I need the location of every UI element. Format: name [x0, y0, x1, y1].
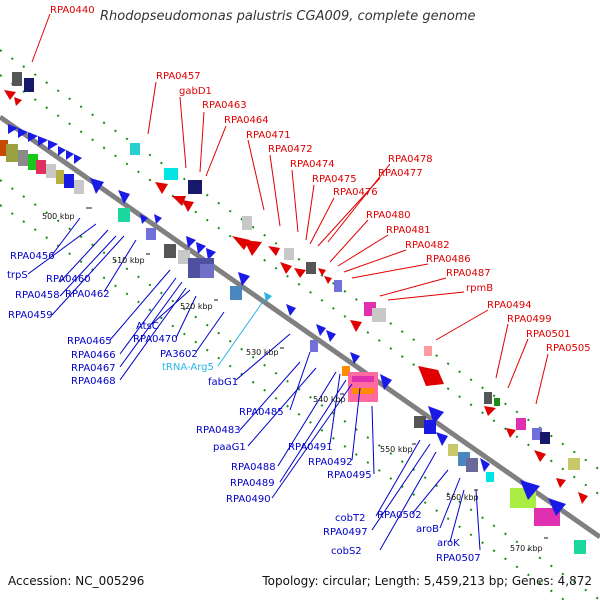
gene-label: RPA0458 — [15, 290, 60, 301]
gene-label: RPA0465 — [67, 336, 112, 347]
gene-label: RPA0480 — [366, 210, 411, 221]
gene-label: RPA0489 — [230, 478, 275, 489]
gene-label: RPA0487 — [446, 268, 491, 279]
gene-label: RPA0460 — [46, 274, 91, 285]
gene-label: paaG1 — [213, 442, 246, 453]
map-title: Rhodopseudomonas palustris CGA009, compl… — [100, 9, 476, 24]
leader-trna — [217, 299, 265, 367]
tick-label: 500 kbp — [42, 212, 75, 221]
gene-label: RPA0474 — [290, 159, 335, 170]
gene-label: RPA0470 — [133, 334, 178, 345]
tick-label: 520 kbp — [180, 302, 213, 311]
gene-label: cobT2 — [335, 513, 365, 524]
gene-label: tRNA-Arg5 — [162, 362, 214, 373]
gene-label: RPA0488 — [231, 462, 276, 473]
gene-label: RPA0472 — [268, 144, 313, 155]
tick-label: 530 kbp — [246, 348, 279, 357]
gene-label: RPA0497 — [323, 527, 368, 538]
gene-label: trpS — [7, 270, 28, 281]
gene-label: RPA0463 — [202, 100, 247, 111]
outer-track-dots — [0, 49, 600, 600]
genome-backbone — [0, 114, 600, 540]
gene-label: RPA0466 — [71, 350, 116, 361]
gene-label: RPA0491 — [288, 442, 333, 453]
gene-label: RPA0501 — [526, 329, 571, 340]
tick-label: 510 kbp — [112, 256, 145, 265]
gene-label: RPA0486 — [426, 254, 471, 265]
leaders-bottom — [27, 217, 481, 551]
gene-label: fabG1 — [208, 377, 238, 388]
gene-label: RPA0462 — [65, 289, 110, 300]
gene-label: RPA0475 — [312, 174, 357, 185]
gene-labels-top: RPA0440 RPA0457 gabD1 RPA0463 RPA0464 RP… — [50, 5, 591, 354]
gene-label: RPA0476 — [333, 187, 378, 198]
gene-label: RPA0467 — [71, 363, 116, 374]
scale-ticks — [86, 207, 548, 539]
gene-label: RPA0456 — [10, 251, 55, 262]
gene-label: RPA0459 — [8, 310, 53, 321]
gene-label: RPA0485 — [239, 407, 284, 418]
gene-label: RPA0481 — [386, 225, 431, 236]
gene-label: RPA0477 — [378, 168, 423, 179]
inner-arrow-run — [8, 124, 82, 164]
gene-label: AtsC — [136, 321, 159, 332]
gene-label: aroB — [416, 524, 439, 535]
gene-label: RPA0483 — [196, 425, 241, 436]
inner-features — [0, 140, 586, 554]
gene-label: PA3602 — [160, 349, 198, 360]
gene-label: rpmB — [466, 283, 493, 294]
gene-label: RPA0502 — [377, 510, 422, 521]
gene-label: RPA0492 — [308, 457, 353, 468]
gene-label: RPA0457 — [156, 71, 201, 82]
gene-label: RPA0482 — [405, 240, 450, 251]
gene-label: RPA0468 — [71, 376, 116, 387]
tick-label: 560 kbp — [446, 493, 479, 502]
tick-label: 550 kbp — [380, 445, 413, 454]
gene-label: RPA0495 — [327, 470, 372, 481]
gene-label: RPA0440 — [50, 5, 95, 16]
tick-label: 540 kbp — [313, 395, 346, 404]
outer-features — [4, 72, 588, 504]
gene-label: RPA0464 — [224, 115, 269, 126]
gene-label: gabD1 — [179, 86, 212, 97]
gene-label: RPA0499 — [507, 314, 552, 325]
gene-label: RPA0478 — [388, 154, 433, 165]
tick-labels: 500 kbp 510 kbp 520 kbp 530 kbp 540 kbp … — [42, 212, 543, 553]
gene-label: aroK — [437, 538, 460, 549]
gene-label: cobS2 — [331, 546, 362, 557]
gene-labels-bottom: RPA0456 trpS RPA0460 RPA0458 RPA0462 RPA… — [7, 251, 481, 564]
accession-text: Accession: NC_005296 — [8, 574, 145, 588]
gene-label: RPA0505 — [546, 343, 591, 354]
genome-summary-text: Topology: circular; Length: 5,459,213 bp… — [262, 574, 592, 588]
gene-label: RPA0507 — [436, 553, 481, 564]
gene-label: RPA0494 — [487, 300, 532, 311]
gene-label: RPA0490 — [226, 494, 271, 505]
gene-label: RPA0471 — [246, 130, 291, 141]
tick-label: 570 kbp — [510, 544, 543, 553]
leaders-top — [31, 13, 549, 405]
